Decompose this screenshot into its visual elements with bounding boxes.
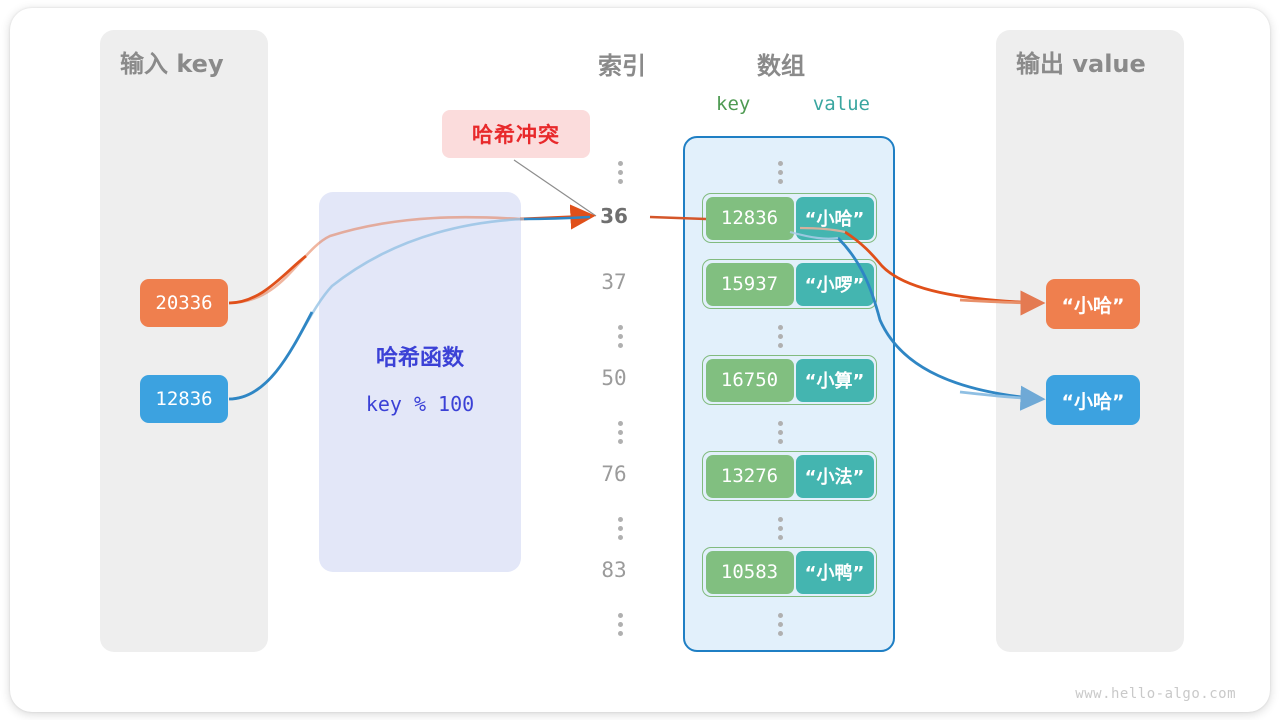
index-label-50: 50 xyxy=(601,366,627,390)
index-ellipsis xyxy=(612,417,628,448)
cell-value: “小啰” xyxy=(795,262,874,306)
kv-column-header: key value xyxy=(700,93,880,115)
output-value-blue: “小哈” xyxy=(1046,375,1140,425)
array-row: 10583“小鸭” xyxy=(702,547,877,597)
array-ellipsis xyxy=(772,417,788,448)
array-row: 15937“小啰” xyxy=(702,259,877,309)
array-row: 16750“小算” xyxy=(702,355,877,405)
cell-value: “小算” xyxy=(795,358,874,402)
array-row: 13276“小法” xyxy=(702,451,877,501)
array-row: 12836“小哈” xyxy=(702,193,877,243)
cell-key: 10583 xyxy=(705,550,794,594)
input-panel xyxy=(100,30,268,652)
input-key-20336: 20336 xyxy=(140,279,228,327)
input-key-12836: 12836 xyxy=(140,375,228,423)
array-ellipsis xyxy=(772,609,788,640)
index-label-76: 76 xyxy=(601,462,627,486)
cell-value: “小法” xyxy=(795,454,874,498)
cell-key: 15937 xyxy=(705,262,794,306)
index-label-36: 36 xyxy=(600,204,628,228)
index-ellipsis xyxy=(612,157,628,188)
index-ellipsis xyxy=(612,609,628,640)
index-label-37: 37 xyxy=(601,270,627,294)
array-ellipsis xyxy=(772,321,788,352)
value-column-label: value xyxy=(812,93,870,115)
array-ellipsis xyxy=(772,157,788,188)
hash-collision-badge: 哈希冲突 xyxy=(442,110,590,158)
index-column-heading: 索引 xyxy=(598,52,646,80)
hash-function-title: 哈希函数 xyxy=(375,346,464,371)
watermark: www.hello-algo.com xyxy=(1075,686,1236,702)
output-value-orange: “小哈” xyxy=(1046,279,1140,329)
cell-key: 12836 xyxy=(705,196,794,240)
cell-key: 16750 xyxy=(705,358,794,402)
array-column-heading: 数组 xyxy=(757,52,805,80)
index-ellipsis xyxy=(612,321,628,352)
index-ellipsis xyxy=(612,513,628,544)
hash-function-formula: key % 100 xyxy=(365,392,475,416)
output-panel-title: 输出 value xyxy=(1016,50,1146,78)
input-panel-title: 输入 key xyxy=(120,50,224,78)
cell-value: “小哈” xyxy=(795,196,874,240)
key-column-label: key xyxy=(716,93,751,115)
cell-key: 13276 xyxy=(705,454,794,498)
array-ellipsis xyxy=(772,513,788,544)
hash-function-box xyxy=(319,192,521,572)
index-label-83: 83 xyxy=(601,558,627,582)
output-panel xyxy=(996,30,1184,652)
cell-value: “小鸭” xyxy=(795,550,874,594)
